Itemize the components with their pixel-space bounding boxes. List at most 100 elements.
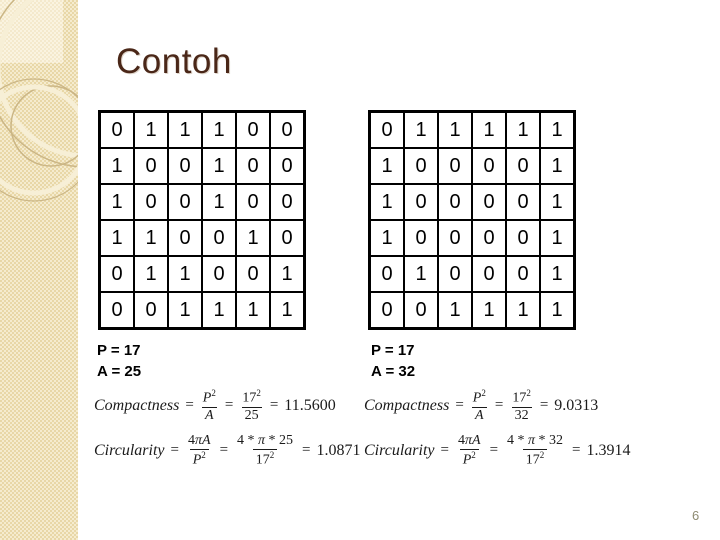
matrix-cell: 0 [471,255,507,293]
formula-result: 1.3914 [586,441,631,459]
matrix-cell: 0 [269,183,306,221]
equals-sign: = [219,442,229,459]
matrix-cell: 0 [471,183,507,221]
matrix-cell: 0 [437,255,473,293]
matrix-cell: 1 [235,219,271,257]
matrix-cell: 0 [505,147,541,185]
matrix-cell: 1 [539,183,576,221]
equals-sign: = [572,442,581,459]
matrix-cell: 1 [539,255,576,293]
formula-result: 1.0871 [316,441,361,459]
matrix-cell: 1 [167,291,203,330]
sidebar-highlight-square [0,0,63,63]
equals-sign: = [269,397,279,414]
matrix-cell: 0 [98,110,135,149]
fraction-denominator: 172 [252,448,278,469]
matrix-cell: 0 [269,147,306,185]
matrix-cell: 0 [167,219,203,257]
matrix-cell: 1 [201,291,237,330]
matrix-cell: 0 [235,147,271,185]
matrix-cell: 1 [505,291,541,330]
matrix-cell: 0 [437,147,473,185]
area-value-right: A = 32 [371,363,416,380]
matrix-cell: 1 [471,110,507,149]
equals-sign: = [494,397,504,414]
matrix-cell: 0 [471,219,507,257]
equals-sign: = [455,397,464,414]
matrix-cell: 1 [368,147,405,185]
matrix-right-stats: P = 17 A = 32 [371,340,415,382]
matrix-cell: 0 [235,183,271,221]
sidebar-circles-art [0,0,78,202]
matrix-cell: 1 [471,291,507,330]
equals-sign: = [170,442,179,459]
matrix-cell: 0 [437,183,473,221]
matrix-cell: 1 [167,255,203,293]
matrix-left-stats: P = 17 A = 25 [97,340,141,382]
matrix-cell: 1 [201,183,237,221]
matrix-cell: 0 [437,219,473,257]
matrix-cell: 0 [505,219,541,257]
matrix-cell: 1 [539,291,576,330]
fraction-numerator: P2 [472,388,486,406]
matrix-cell: 0 [98,255,135,293]
perimeter-value-left: P = 17 [97,342,141,359]
matrix-cell: 1 [403,255,439,293]
fraction-denominator: A [202,406,217,424]
matrix-cell: 1 [133,219,169,257]
matrix-cell: 1 [98,219,135,257]
matrix-cell: 0 [368,255,405,293]
matrix-cell: 1 [539,110,576,149]
matrix-cell: 1 [201,110,237,149]
matrix-cell: 0 [201,219,237,257]
matrix-cell: 1 [269,291,306,330]
matrix-cell: 1 [403,110,439,149]
matrix-cell: 1 [368,183,405,221]
matrix-cell: 0 [167,147,203,185]
matrix-cell: 1 [539,147,576,185]
fraction-numerator: P2 [202,388,216,406]
equals-sign: = [440,442,449,459]
equals-sign: = [224,397,234,414]
equals-sign: = [185,397,194,414]
matrix-cell: 1 [437,291,473,330]
fraction-numerator: 4πA [457,432,481,448]
matrix-cell: 0 [269,219,306,257]
matrix-cell: 0 [98,291,135,330]
formula-result: 9.0313 [554,396,599,414]
matrix-cell: 0 [133,183,169,221]
slide-title: Contoh [116,42,232,81]
matrix-cell: 1 [98,147,135,185]
fraction-numerator: 4 * π * 25 [237,432,294,448]
formula-name: Circularity [94,441,165,459]
matrix-cell: 0 [269,110,306,149]
fraction-numerator: 4πA [187,432,211,448]
matrix-cell: 1 [133,110,169,149]
matrix-cell: 0 [133,147,169,185]
matrix-cell: 1 [201,147,237,185]
matrix-cell: 0 [403,219,439,257]
fraction-denominator: 172 [522,448,548,469]
